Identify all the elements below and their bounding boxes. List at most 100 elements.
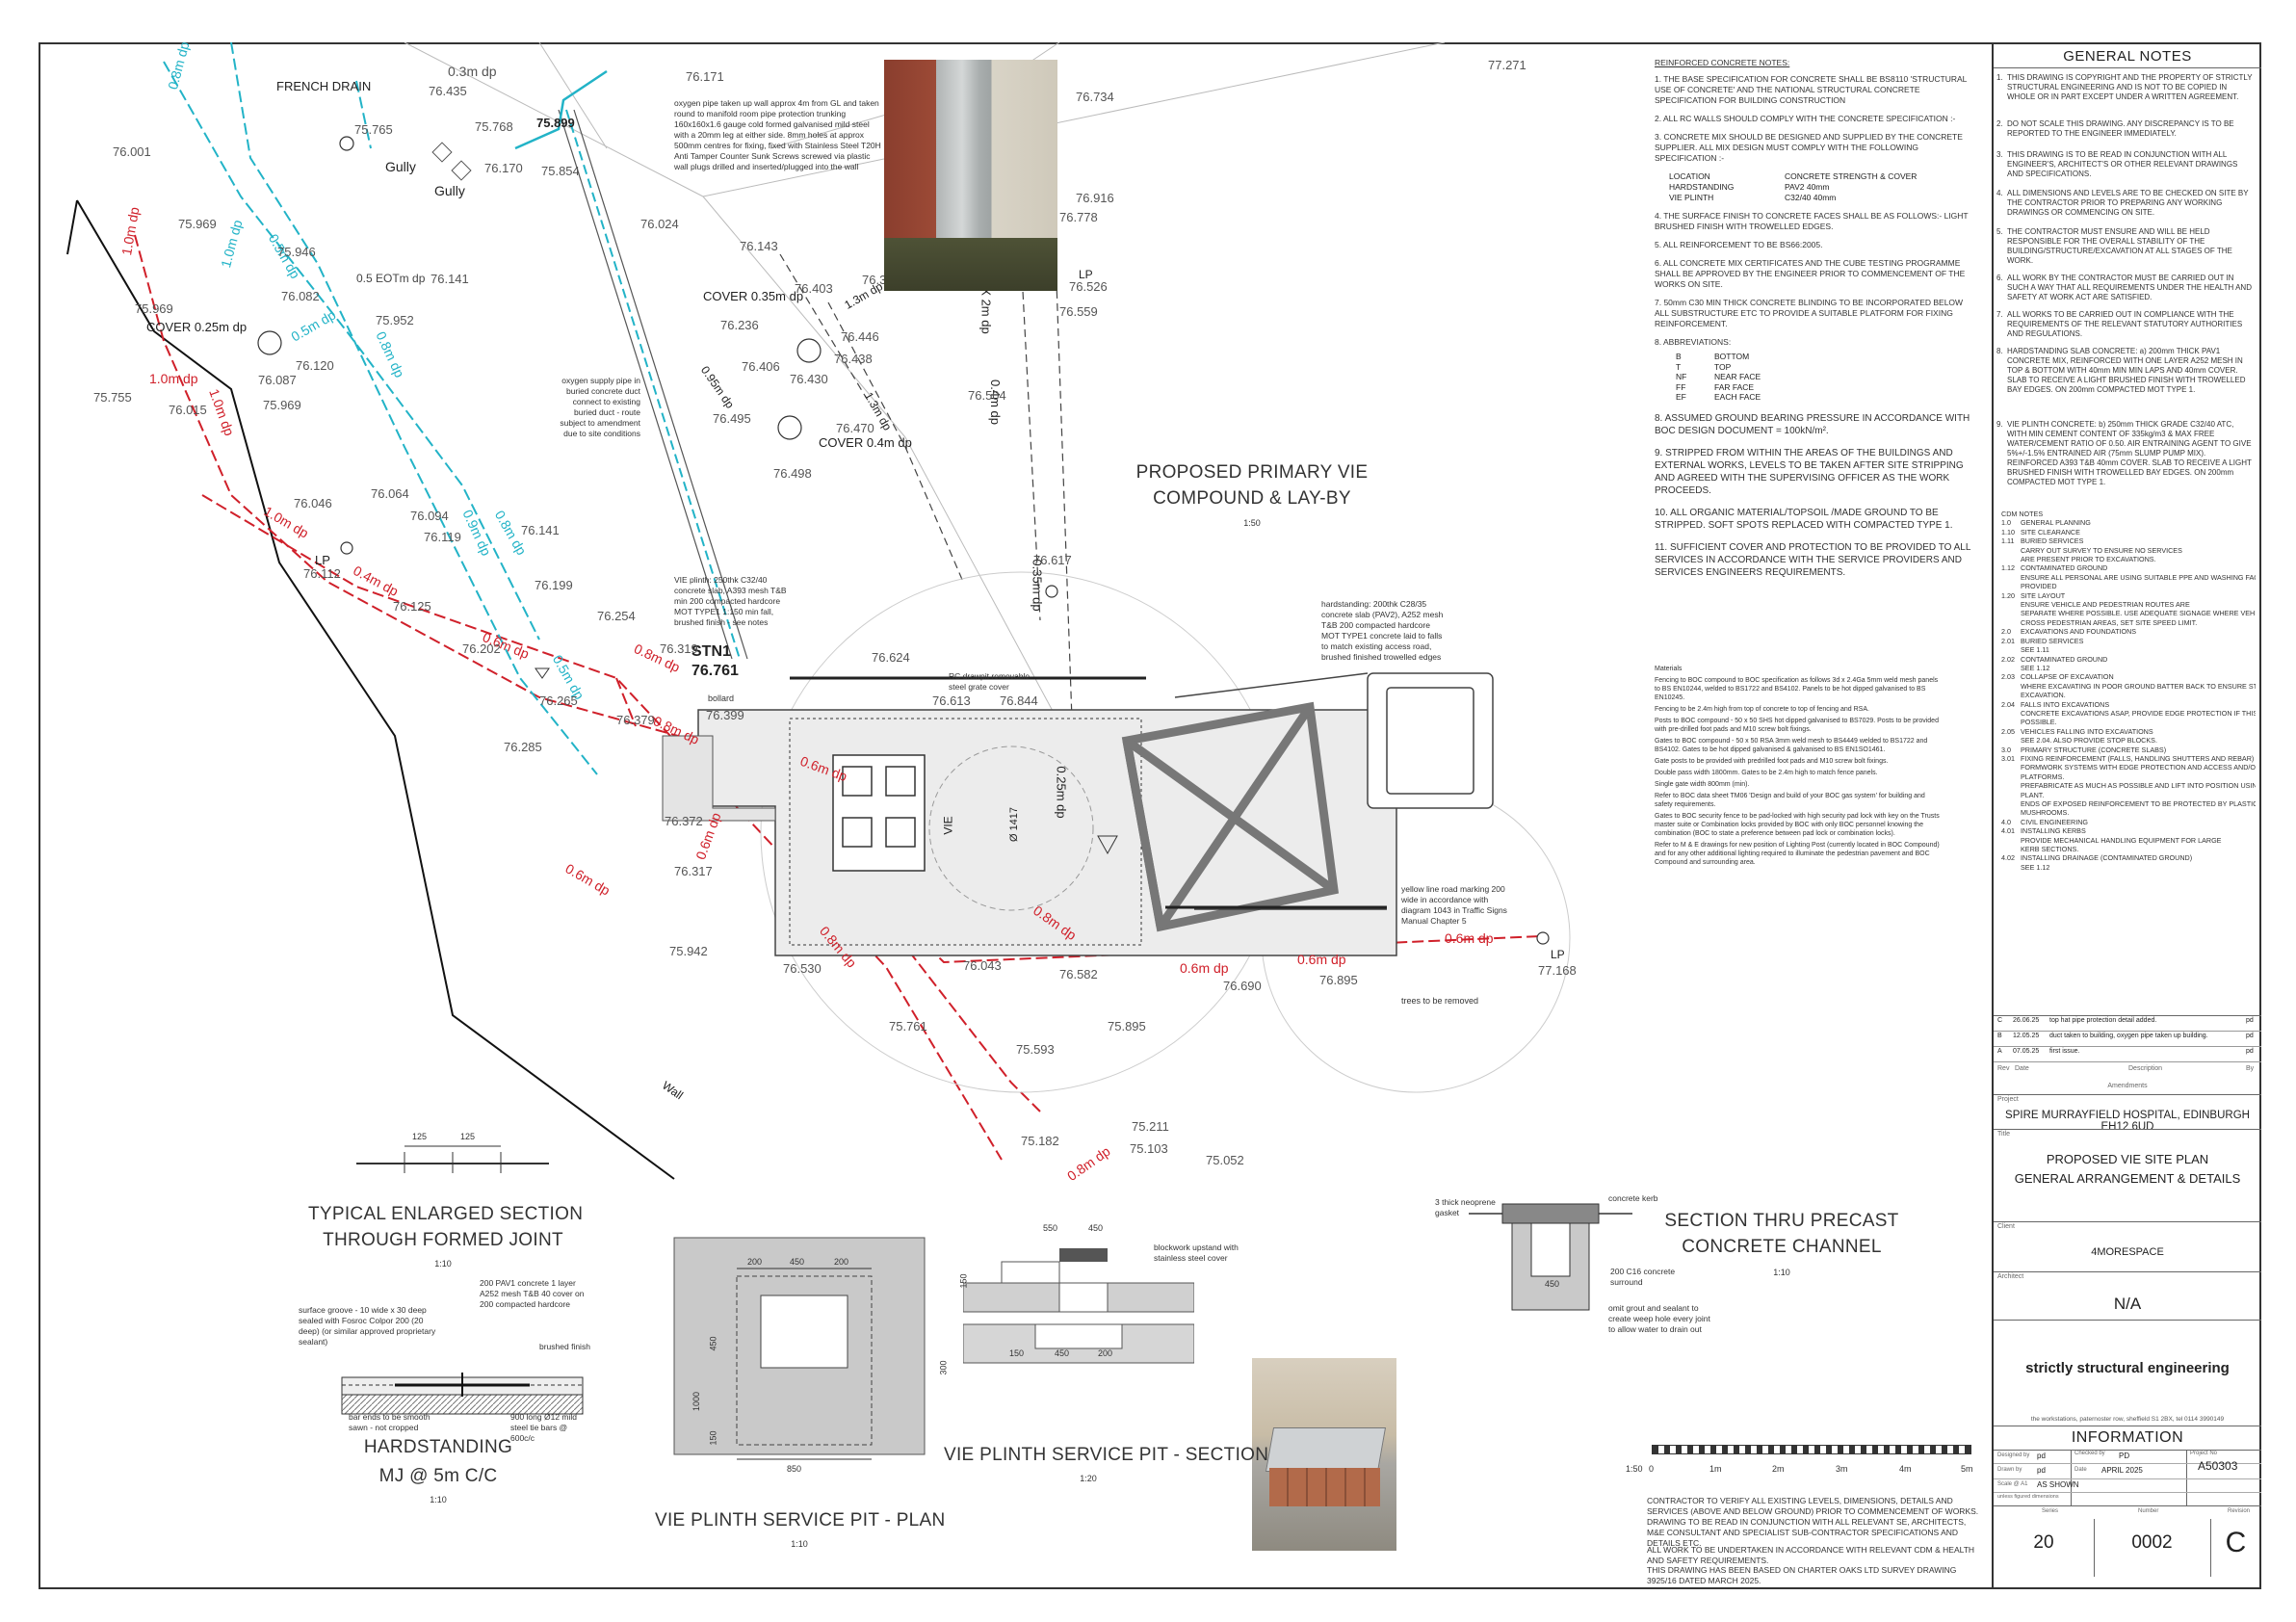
project-no-label: Project No <box>2190 1451 2218 1456</box>
scale-tick: 1m <box>1709 1464 1722 1474</box>
project-number: A50303 <box>2198 1459 2238 1473</box>
cdm-item: ENSURE ALL PERSONAL ARE USING SUITABLE P… <box>2001 573 2256 582</box>
mix-cell: HARDSTANDING <box>1669 182 1735 192</box>
rc-note-item: 1. THE BASE SPECIFICATION FOR CONCRETE S… <box>1655 74 1968 105</box>
rc-notes: REINFORCED CONCRETE NOTES: 1. THE BASE S… <box>1655 58 1972 579</box>
cdm-text: VEHICLES FALLING INTO EXCAVATIONS <box>2021 726 2153 736</box>
client-name: 4MORESPACE <box>2091 1246 2164 1258</box>
eotm-label: 0.5 EOTm dp <box>356 272 426 285</box>
mix-cell: VIE PLINTH <box>1669 193 1714 202</box>
spot-level: 75.946 <box>277 245 316 259</box>
cdm-text: INSTALLING DRAINAGE (CONTAMINATED GROUND… <box>2021 853 2193 863</box>
cdm-number: 3.0 <box>2001 745 2011 754</box>
dim-label: 150 <box>958 1273 969 1289</box>
amendments-label: Amendments <box>2107 1083 2148 1089</box>
hardstanding-scale: 1:10 <box>430 1495 447 1504</box>
spot-level: 75.211 <box>1132 1119 1169 1134</box>
spot-level: 76.024 <box>640 217 679 231</box>
dim-label: 125 <box>460 1132 476 1141</box>
cdm-text: ARE PRESENT PRIOR TO EXCAVATIONS. <box>2021 555 2156 564</box>
cdm-number: 3.01 <box>2001 753 2015 763</box>
cdm-item: SEE 1.12 <box>2001 863 2256 872</box>
rc-note-big: 9. STRIPPED FROM WITHIN THE AREAS OF THE… <box>1655 447 1964 496</box>
cdm-text: PRIMARY STRUCTURE (CONCRETE SLABS) <box>2021 745 2167 754</box>
dim-label: 450 <box>1055 1348 1070 1358</box>
abbrev-value: TOP <box>1714 361 1732 372</box>
cover-label: COVER 0.25m dp <box>146 320 248 334</box>
oxygen-supply-callout: oxygen supply pipe in buried concrete du… <box>560 376 640 438</box>
rev-header: Rev <box>1997 1065 2010 1072</box>
scale-label: Scale @ A1 <box>1997 1481 2028 1487</box>
cdm-text: PROVIDE MECHANICAL HANDLING EQUIPMENT FO… <box>2021 835 2222 845</box>
cdm-item: 3.0 PRIMARY STRUCTURE (CONCRETE SLABS) <box>2001 746 2256 754</box>
rev-cell: pd <box>2246 1017 2254 1024</box>
spot-level: 76.043 <box>963 958 1002 973</box>
abbrev-key: B <box>1676 352 1682 361</box>
spot-level: 76.094 <box>410 509 449 523</box>
scale-tick: 5m <box>1961 1464 1973 1474</box>
spot-level: 76.403 <box>795 281 833 296</box>
rc-note-item: 7. 50mm C30 MIN THICK CONCRETE BLINDING … <box>1655 298 1964 328</box>
spot-level: 75.052 <box>1206 1153 1244 1167</box>
rc-note-item: 6. ALL CONCRETE MIX CERTIFICATES AND THE… <box>1655 258 1966 289</box>
spot-level: 76.435 <box>429 84 467 98</box>
cdm-item: WHERE EXCAVATING IN POOR GROUND BATTER B… <box>2001 682 2256 691</box>
mix-cell: LOCATION <box>1669 171 1710 181</box>
spot-level: 76.064 <box>371 486 409 501</box>
rc-note-big: 11. SUFFICIENT COVER AND PROTECTION TO B… <box>1655 541 1971 578</box>
scale-bar-ratio: 1:50 <box>1626 1464 1643 1474</box>
general-note: ALL DIMENSIONS AND LEVELS ARE TO BE CHEC… <box>2007 189 2249 217</box>
tie-bars-note: 900 long Ø12 mild steel tie bars @ 600c/… <box>510 1412 577 1443</box>
general-note: DO NOT SCALE THIS DRAWING. ANY DISCREPAN… <box>2007 119 2234 138</box>
cdm-heading: CDM NOTES <box>2001 510 2044 518</box>
cdm-item: PLANT. <box>2001 791 2256 799</box>
materials-item: Gate posts to be provided with predrille… <box>1655 758 1889 765</box>
blockwork-note: blockwork upstand with stainless steel c… <box>1154 1243 1239 1263</box>
general-note: ALL WORKS TO BE CARRIED OUT IN COMPLIANC… <box>2007 310 2243 338</box>
cdm-item: PREFABRICATE AS MUCH AS POSSIBLE AND LIF… <box>2001 781 2256 790</box>
cdm-item: 2.05 VEHICLES FALLING INTO EXCAVATIONS <box>2001 727 2256 736</box>
spot-level: 76.087 <box>258 373 297 387</box>
spot-level: 75.969 <box>178 217 217 231</box>
drawing-number: 0002 <box>2131 1532 2173 1553</box>
spot-level: 76.319 <box>660 641 698 656</box>
verify-note: CONTRACTOR TO VERIFY ALL EXISTING LEVELS… <box>1647 1496 1979 1548</box>
dim-label: 1000 <box>691 1391 702 1412</box>
scale-tick: 4m <box>1899 1464 1912 1474</box>
pit-section-title: VIE PLINTH SERVICE PIT - SECTION <box>944 1445 1269 1465</box>
lp-label: LP <box>315 553 330 567</box>
general-note: VIE PLINTH CONCRETE: b) 250mm THICK GRAD… <box>2007 420 2252 486</box>
spot-level: 75.942 <box>669 944 708 958</box>
drawing-scale: AS SHOWN <box>2037 1480 2079 1489</box>
plan-title-line2: COMPOUND & LAY-BY <box>1153 488 1351 509</box>
spot-level: 75.103 <box>1130 1141 1168 1156</box>
spot-level: 76.119 <box>424 530 461 544</box>
cdm-number: 2.05 <box>2001 726 2015 736</box>
cdm-number: 4.02 <box>2001 853 2015 863</box>
plan-scale: 1:50 <box>1243 518 1261 528</box>
cdm-text: CARRY OUT SURVEY TO ENSURE NO SERVICES <box>2021 545 2182 555</box>
materials-item: Gates to BOC compound - 50 x 50 RSA 3mm … <box>1655 738 1928 753</box>
title-block: GENERAL NOTES 1.THIS DRAWING IS COPYRIGH… <box>1992 42 2261 1589</box>
cdm-text: INSTALLING KERBS <box>2021 826 2086 836</box>
cdm-item: MUSHROOMS. <box>2001 808 2256 817</box>
cdm-item: CROSS PEDESTRIAN AREAS, SET SITE SPEED L… <box>2001 618 2256 627</box>
hardstanding-callout: hardstanding: 200thk C28/35 concrete sla… <box>1321 599 1444 662</box>
cdm-text: SITE LAYOUT <box>2021 590 2066 600</box>
cdm-text: PROVIDED <box>2021 582 2057 591</box>
cdm-item: 4.02 INSTALLING DRAINAGE (CONTAMINATED GR… <box>2001 853 2256 862</box>
rev-cell: A <box>1997 1048 2002 1055</box>
spot-level: 76.202 <box>462 641 501 656</box>
rev-cell: top hat pipe protection detail added. <box>2049 1017 2157 1024</box>
mix-cell: C32/40 40mm <box>1785 193 1837 202</box>
cover-label: COVER 0.35m dp <box>703 289 804 303</box>
spot-level: 76.317 <box>674 864 713 878</box>
gully-label: Gully <box>385 159 416 174</box>
cdm-text: SEE 1.12 <box>2021 663 2050 672</box>
spot-level: 76.265 <box>539 693 578 708</box>
